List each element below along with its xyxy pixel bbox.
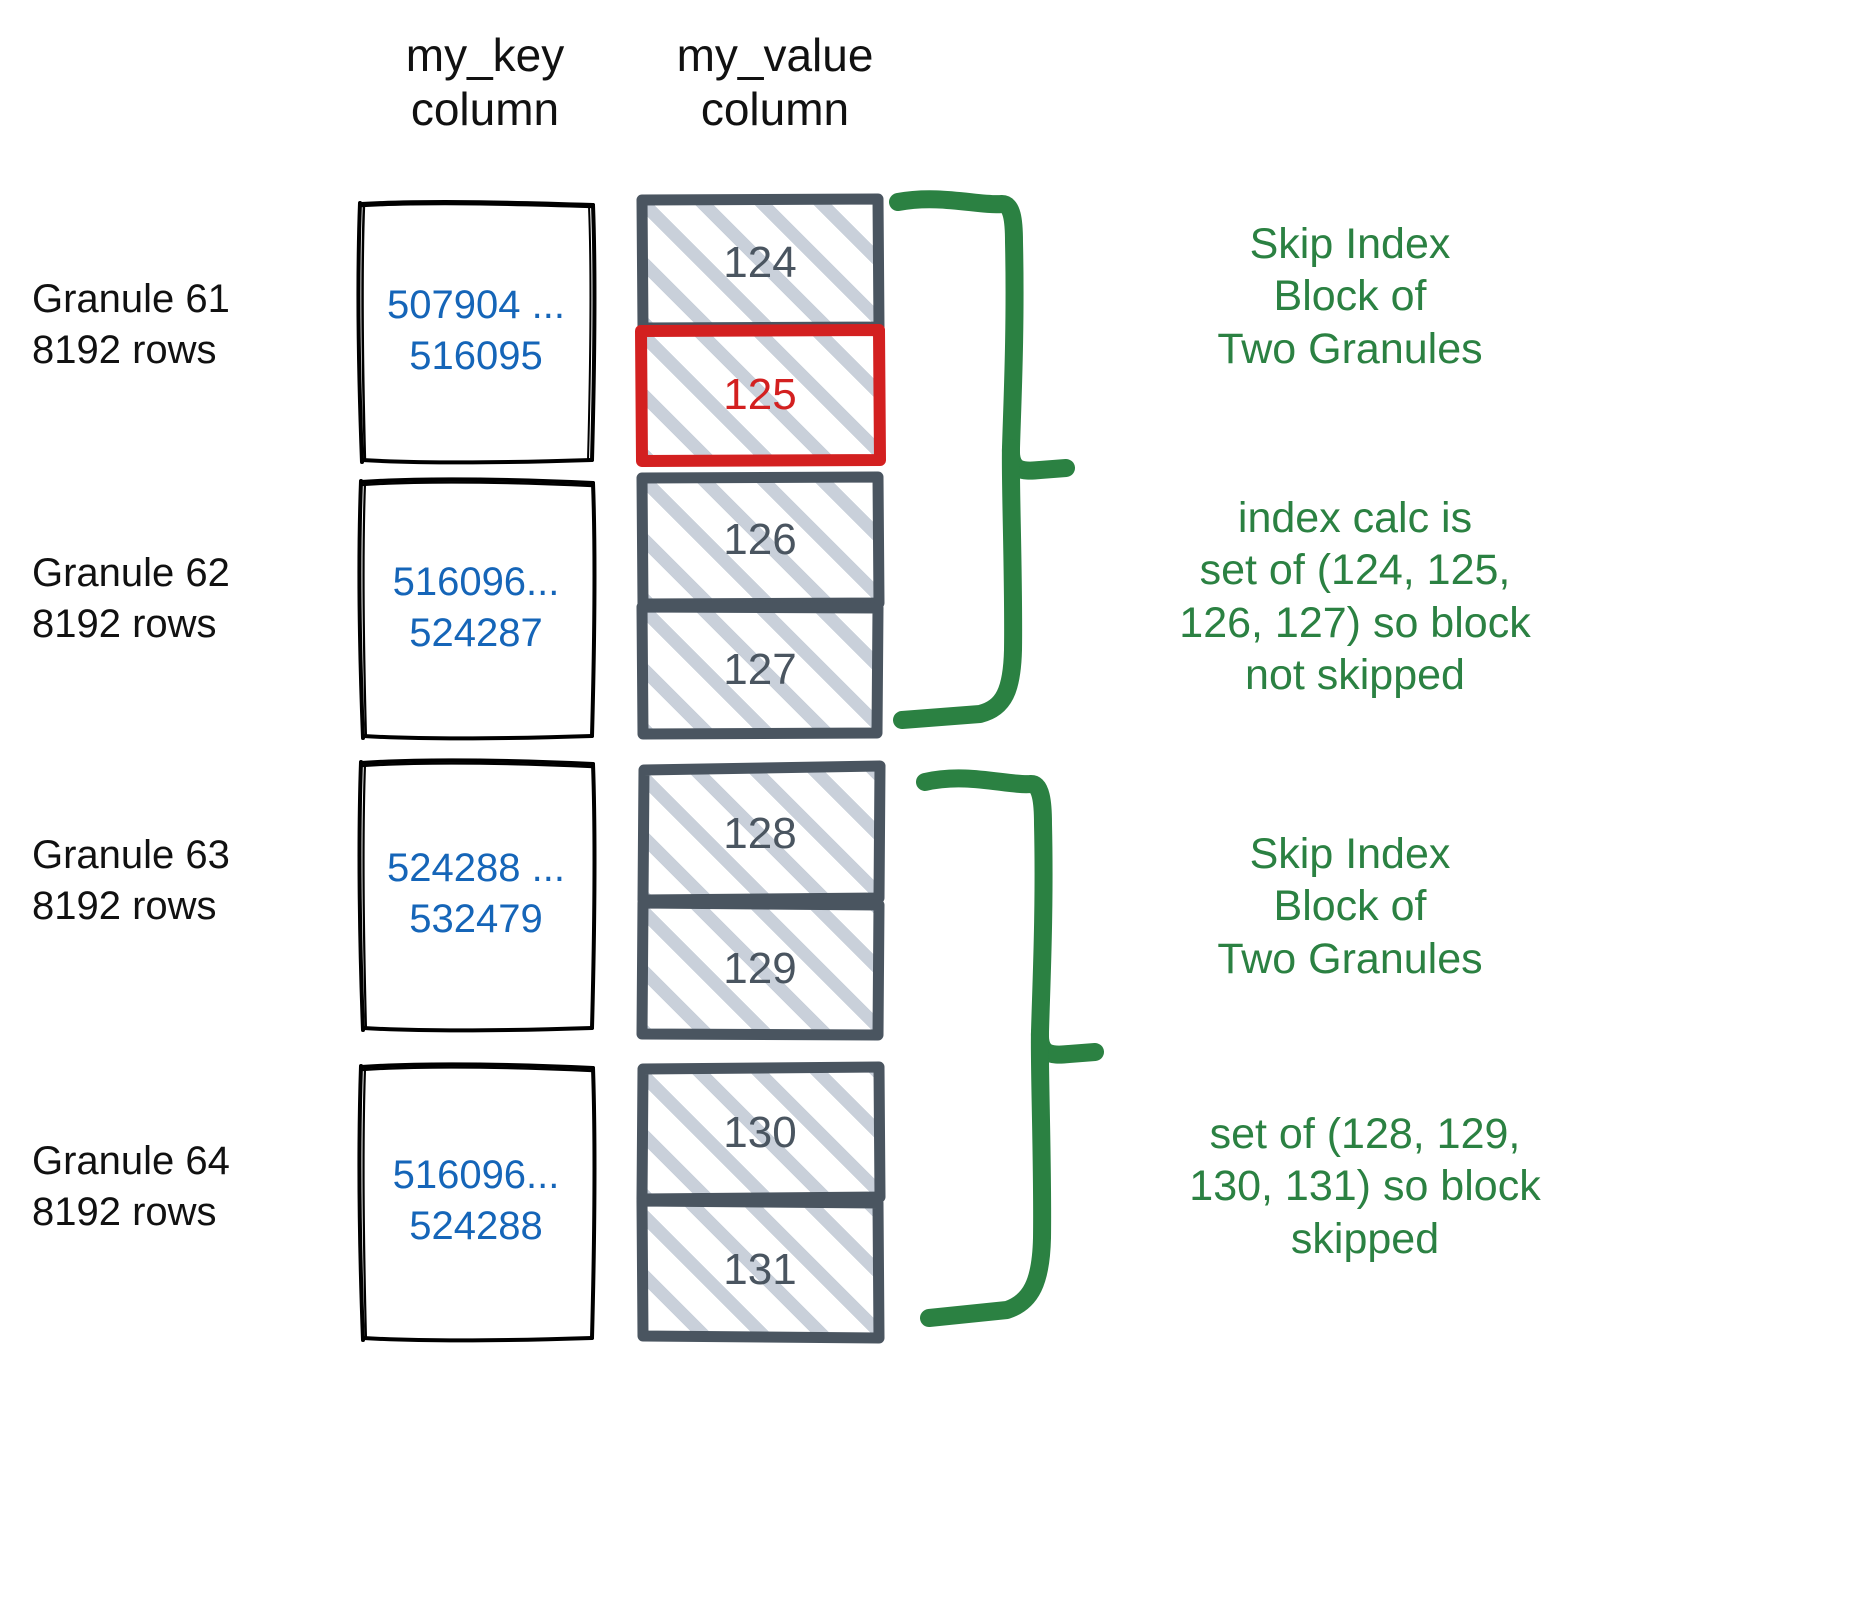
value-131: 131 (723, 1245, 797, 1294)
granule-61-label: Granule 61 8192 rows (32, 277, 230, 373)
value-cell-131: 131 (636, 1195, 885, 1344)
skip-index-brace-1 (889, 190, 1075, 729)
annotation-skip-index-block-2: Skip Index Block of Two Granules (1217, 830, 1483, 983)
granule-64-key-range: 516096... 524288 (392, 1152, 560, 1248)
value-cell-130: 130 (636, 1061, 886, 1205)
annotation-set-skipped: set of (128, 129, 130, 131) so block ski… (1189, 1110, 1541, 1263)
value-130: 130 (723, 1108, 797, 1157)
value-cell-125-highlighted: 125 (635, 324, 886, 467)
granule-63-key-range: 524288 ... 532479 (387, 845, 565, 941)
granule-61-key-range: 507904 ... 516095 (387, 282, 565, 378)
granule-63-label: Granule 63 8192 rows (32, 833, 230, 929)
value-124: 124 (723, 238, 797, 287)
value-129: 129 (723, 944, 797, 993)
value-128: 128 (723, 809, 797, 858)
granule-64-key-cell: 516096... 524288 (357, 1062, 597, 1343)
granule-62-key-range: 516096... 524287 (392, 559, 560, 655)
value-cell-124: 124 (636, 193, 885, 334)
granule-62-label: Granule 62 8192 rows (32, 551, 230, 647)
granule-62-key-cell: 516096... 524287 (357, 477, 597, 741)
value-cell-129: 129 (636, 897, 885, 1041)
my-key-column-header: my_key column (405, 29, 565, 136)
value-cell-126: 126 (636, 471, 885, 610)
annotation-skip-index-block-1: Skip Index Block of Two Granules (1217, 220, 1483, 373)
value-125: 125 (723, 370, 797, 419)
annotation-index-calc-not-skipped: index calc is set of (124, 125, 126, 127… (1179, 494, 1531, 700)
granule-64-label: Granule 64 8192 rows (32, 1139, 230, 1235)
value-cell-127: 127 (636, 601, 884, 740)
value-126: 126 (723, 515, 797, 564)
granule-63-key-cell: 524288 ... 532479 (357, 758, 597, 1033)
my-value-column-header: my_value column (676, 29, 874, 136)
value-127: 127 (723, 645, 797, 694)
granule-61-key-cell: 507904 ... 516095 (356, 200, 597, 465)
value-cell-128: 128 (637, 760, 886, 906)
